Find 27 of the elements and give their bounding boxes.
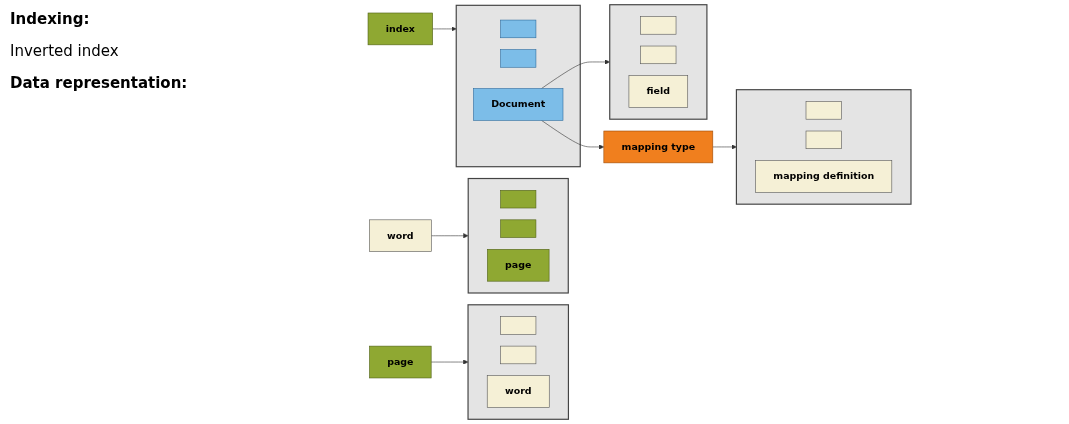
node-box bbox=[500, 49, 537, 68]
node-box bbox=[500, 190, 537, 209]
node-box bbox=[500, 316, 537, 335]
section-label: Inverted index bbox=[10, 42, 120, 60]
node-box: mapping type bbox=[603, 130, 714, 164]
node-box: page bbox=[369, 345, 432, 379]
node-box bbox=[500, 19, 537, 39]
cluster bbox=[735, 89, 912, 205]
node-box bbox=[500, 219, 537, 238]
node-box: Document bbox=[473, 88, 564, 121]
node-box bbox=[500, 345, 537, 365]
section-heading: Indexing: bbox=[10, 10, 91, 28]
cluster bbox=[609, 4, 708, 120]
cluster bbox=[455, 4, 581, 168]
node-box bbox=[640, 16, 677, 35]
node-box bbox=[640, 45, 677, 65]
node-box: word bbox=[486, 375, 550, 408]
node-box bbox=[805, 130, 842, 149]
node-box: mapping definition bbox=[755, 160, 893, 193]
node-box: index bbox=[367, 12, 433, 46]
section-heading: Data representation: bbox=[10, 74, 189, 92]
cluster bbox=[467, 304, 569, 420]
node-box: page bbox=[487, 249, 550, 282]
node-box: field bbox=[628, 75, 689, 108]
node-box bbox=[805, 101, 842, 120]
node-box: word bbox=[369, 219, 432, 252]
cluster bbox=[467, 177, 569, 294]
